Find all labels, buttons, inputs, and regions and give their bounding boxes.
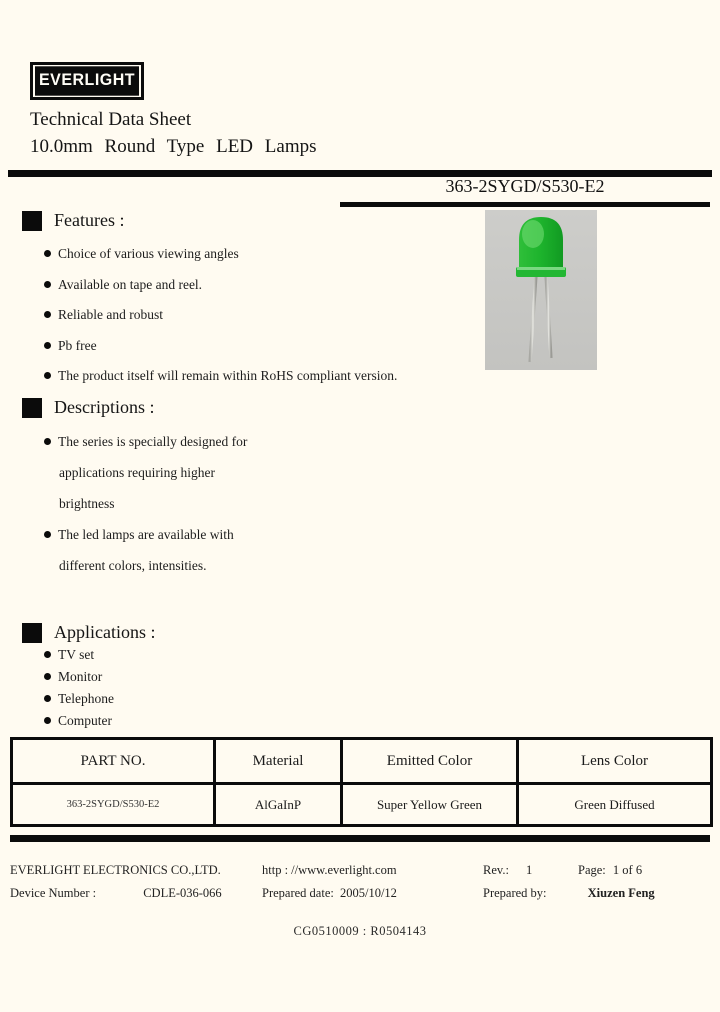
rev-value: 1 [526,863,533,877]
footer-prepared-by: Prepared by: Xiuzen Feng [483,886,655,901]
application-text: Monitor [58,669,103,684]
prepared-by-label: Prepared by: [483,886,547,900]
spec-table: PART NO. Material Emitted Color Lens Col… [10,737,713,827]
list-item: The product itself will remain within Ro… [44,369,397,383]
description-text: different colors, intensities. [59,558,207,573]
feature-text: Available on tape and reel. [58,276,203,292]
led-product-photo [485,210,597,370]
bullet-icon [44,717,51,724]
col-header-material: Material [213,737,343,785]
rev-label: Rev.: [483,863,509,877]
device-number-label: Device Number : [10,886,97,900]
bullet-icon [44,673,51,680]
bullet-icon [44,250,51,257]
description-text: The series is specially designed for [58,434,248,449]
list-item: Choice of various viewing angles [44,247,397,261]
cell-material: AlGaInP [213,782,343,827]
list-item: Computer [44,714,114,728]
list-item: Telephone [44,692,114,706]
feature-text: Choice of various viewing angles [58,246,239,261]
description-text: applications requiring higher [59,465,215,480]
feature-text: Pb free [58,337,97,353]
doc-subtitle: 10.0mm Round Type LED Lamps [30,136,317,157]
bullet-icon [44,341,51,349]
page-label: Page: [578,863,606,877]
col-header-part-no: PART NO. [10,737,216,785]
feature-text: The product itself will remain within Ro… [58,368,398,383]
descriptions-heading: Descriptions : [22,397,155,418]
feature-text: Reliable and robust [58,307,163,322]
table-header-row: PART NO. Material Emitted Color Lens Col… [10,737,713,785]
list-item: Pb free [44,337,397,353]
footer-company: EVERLIGHT ELECTRONICS CO.,LTD. [10,863,221,877]
everlight-logo-text: EVERLIGHT [35,66,139,96]
bottom-divider-bar [10,835,710,842]
bullet-icon [44,531,51,538]
features-heading-label: Features : [54,210,125,230]
part-number-title: 363-2SYGD/S530-E2 [445,176,605,196]
descriptions-heading-label: Descriptions : [54,397,155,417]
prepared-date-label: Prepared date: [262,886,334,900]
everlight-logo: EVERLIGHT [30,62,144,100]
applications-heading: Applications : [22,622,156,643]
col-header-emitted-color: Emitted Color [340,737,519,785]
applications-list: TV set Monitor Telephone Computer [44,648,114,728]
bullet-icon [44,280,51,288]
part-number-underline [340,202,710,207]
list-item: The series is specially designed for [44,426,247,457]
description-text: brightness [59,496,115,511]
applications-heading-label: Applications : [54,622,156,642]
prepared-date-value: 2005/10/12 [339,886,397,900]
features-list: Choice of various viewing angles Availab… [44,247,397,383]
document-code: CG0510009 : R0504143 [293,924,427,938]
doc-title: Technical Data Sheet [30,109,192,130]
features-heading: Features : [22,210,124,231]
application-text: TV set [58,647,95,662]
cell-part-no: 363-2SYGD/S530-E2 [10,782,216,827]
list-item-continuation: applications requiring higher [44,457,247,488]
page-value: 1 of 6 [612,863,643,877]
table-row: 363-2SYGD/S530-E2 AlGaInP Super Yellow G… [10,782,713,827]
list-item: TV set [44,648,114,662]
footer-page: Page: 1 of 6 [578,863,642,878]
col-header-lens-color: Lens Color [516,737,713,785]
descriptions-list: The series is specially designed for app… [44,426,247,581]
bullet-icon [44,651,51,658]
footer-website: http : //www.everlight.com [262,863,397,877]
bullet-icon [44,311,51,318]
prepared-by-value: Xiuzen Feng [587,886,655,900]
cell-lens-color: Green Diffused [516,782,713,827]
section-square-icon [22,210,42,231]
section-square-icon [22,397,42,418]
application-text: Computer [58,713,112,728]
list-item: The led lamps are available with [44,519,247,550]
bullet-icon [44,438,51,445]
cell-emitted-color: Super Yellow Green [340,782,519,827]
top-divider-bar [8,170,712,177]
green-led-lamp-image [485,210,597,370]
footer-rev: Rev.: 1 [483,863,532,878]
list-item-continuation: brightness [44,488,247,519]
footer-prepared-date: Prepared date: 2005/10/12 [262,886,397,901]
description-text: The led lamps are available with [58,527,234,542]
application-text: Telephone [58,691,115,706]
list-item-continuation: different colors, intensities. [44,550,247,581]
device-number-value: CDLE-036-066 [143,886,222,900]
bullet-icon [44,695,51,702]
list-item: Available on tape and reel. [44,276,397,292]
bullet-icon [44,372,51,379]
list-item: Monitor [44,670,114,684]
footer-device-number: Device Number : CDLE-036-066 [10,886,222,901]
section-square-icon [22,622,42,643]
list-item: Reliable and robust [44,308,397,322]
